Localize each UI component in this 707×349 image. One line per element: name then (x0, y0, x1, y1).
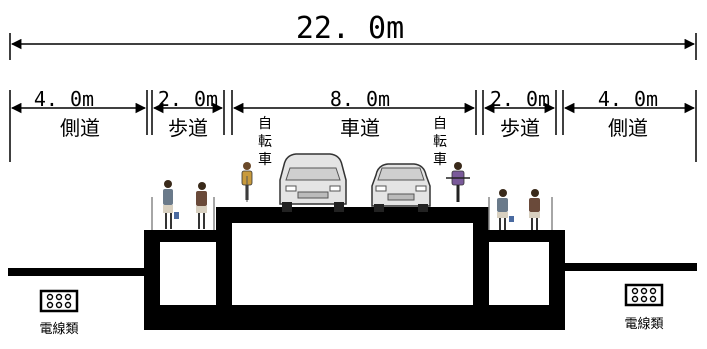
pedestrian-icon (497, 189, 514, 230)
bicycle-label-char: 自 (433, 116, 447, 132)
cyclist-right-icon (446, 162, 470, 202)
ground-left (8, 268, 148, 276)
utility-label: 電線類 (624, 316, 663, 332)
utility-label: 電線類 (39, 321, 78, 337)
bicycle-label-char: 車 (433, 151, 447, 168)
cyclist-left-icon (241, 162, 253, 202)
segment-ticks (9, 90, 697, 162)
segment-name: 車道 (340, 116, 380, 140)
utility-left: 電線類 (39, 289, 79, 337)
cable-duct-icon (39, 289, 79, 313)
pedestrians-left (151, 180, 215, 230)
utility-right: 電線類 (624, 283, 664, 332)
segment-width-label: 8. 0m (330, 87, 390, 111)
bicycle-label-char: 車 (258, 151, 272, 168)
segment-roadway: 8. 0m 車道 (232, 87, 476, 140)
bicycle-label-char: 自 (258, 116, 272, 132)
box-bottom (144, 305, 565, 330)
segment-width-label: 2. 0m (158, 87, 218, 111)
bicycle-lane-label-left: 自 転 車 (258, 116, 272, 168)
pedestrian-icon (196, 182, 207, 229)
right-sidewalk-slab (481, 230, 565, 242)
cable-duct-icon (624, 283, 664, 307)
segment-name: 歩道 (168, 116, 208, 140)
segment-side-road-left: 4. 0m 側道 (10, 87, 147, 140)
bicycle-label-char: 転 (258, 134, 272, 150)
car-left-icon (279, 153, 347, 212)
pedestrian-icon (529, 189, 540, 230)
roadway-slab (216, 207, 489, 223)
bicycle-label-char: 転 (433, 134, 447, 150)
car-right-icon (371, 163, 431, 212)
segment-name: 側道 (608, 116, 648, 140)
right-wall-inner (473, 207, 489, 315)
pedestrian-icon (163, 180, 179, 229)
segment-width-label: 4. 0m (598, 87, 658, 111)
left-wall-outer (144, 230, 160, 325)
left-wall-inner (216, 207, 232, 315)
pedestrians-right (488, 189, 553, 230)
bicycle-lane-label-right: 自 転 車 (433, 116, 447, 168)
segment-width-label: 4. 0m (34, 87, 94, 111)
road-structure (8, 207, 697, 330)
segment-name: 歩道 (500, 116, 540, 140)
segment-sidewalk-left: 2. 0m 歩道 (152, 87, 224, 140)
total-width-label: 22. 0m (296, 11, 404, 46)
segment-name: 側道 (60, 116, 100, 140)
segment-sidewalk-right: 2. 0m 歩道 (483, 87, 556, 140)
right-wall-outer (549, 230, 565, 325)
left-sidewalk-slab (144, 230, 224, 242)
segment-side-road-right: 4. 0m 側道 (563, 87, 696, 140)
total-width-dimension: 22. 0m (9, 11, 697, 60)
segment-width-label: 2. 0m (490, 87, 550, 111)
ground-right (560, 263, 697, 271)
